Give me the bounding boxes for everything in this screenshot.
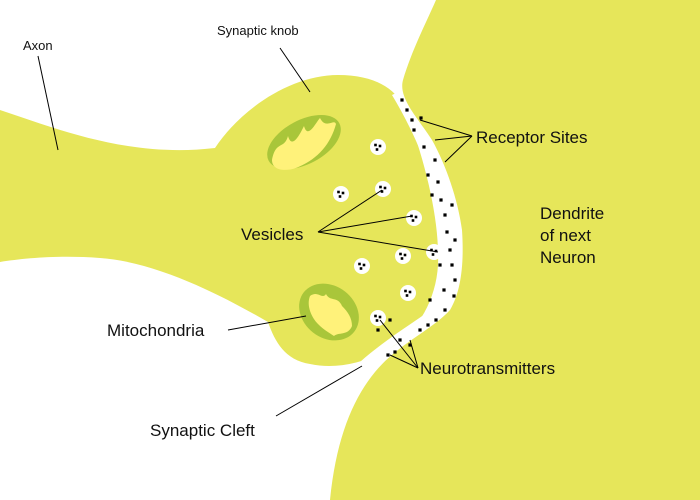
- receptor-dot-icon: [450, 203, 454, 207]
- vesicle-icon: [406, 210, 422, 226]
- receptor-dot-icon: [376, 328, 380, 332]
- receptor-dot-icon: [443, 213, 447, 217]
- vesicle-group: [333, 139, 442, 326]
- receptor-dot-icon: [400, 98, 404, 102]
- neurotransmitters-leader-1: [379, 319, 419, 369]
- vesicle-icon: [395, 248, 411, 264]
- dendrite-label-line3: Neuron: [540, 248, 596, 267]
- receptor-dot-icon: [422, 145, 426, 149]
- receptor-dot-icon: [439, 198, 443, 202]
- vesicle-icon: [370, 139, 386, 155]
- dendrite-shape: [330, 0, 700, 500]
- vesicle-icon: [375, 181, 391, 197]
- receptor-dot-icon: [434, 318, 438, 322]
- synaptic-knob-label: Synaptic knob: [217, 23, 299, 38]
- receptor-leader-2: [434, 135, 473, 141]
- receptor-dot-icon: [450, 263, 454, 267]
- axon-label: Axon: [23, 38, 53, 53]
- receptor-dot-icon: [398, 338, 402, 342]
- neurotransmitters-leader-3: [409, 339, 419, 369]
- vesicles-label: Vesicles: [241, 225, 303, 244]
- axon-leader: [37, 55, 59, 151]
- synaptic-knob-leader: [279, 47, 311, 93]
- mitochondria-leader: [227, 315, 307, 331]
- receptor-dots-group: [376, 98, 457, 357]
- vesicle-icon: [370, 310, 386, 326]
- vesicles-leader-3: [317, 231, 439, 253]
- dendrite-label-line1: Dendrite: [540, 204, 604, 223]
- receptor-dot-icon: [438, 263, 442, 267]
- receptor-dot-icon: [419, 116, 423, 120]
- mitochondrion-lower: [299, 283, 359, 341]
- receptor-dot-icon: [453, 238, 457, 242]
- receptor-dot-icon: [430, 193, 434, 197]
- mitochondrion-upper-cristae: [272, 118, 336, 170]
- vesicle-icon: [400, 285, 416, 301]
- receptor-dot-icon: [452, 294, 456, 298]
- receptor-dot-icon: [412, 128, 416, 132]
- dendrite-label-line2: of next: [540, 226, 591, 245]
- receptor-leader-1: [419, 119, 473, 137]
- neurotransmitters-leader-2: [389, 354, 419, 369]
- receptor-dot-icon: [405, 108, 409, 112]
- receptor-dot-icon: [445, 230, 449, 234]
- receptor-dot-icon: [428, 298, 432, 302]
- receptor-dot-icon: [442, 288, 446, 292]
- synaptic-cleft-label: Synaptic Cleft: [150, 421, 255, 440]
- receptor-dot-icon: [388, 318, 392, 322]
- vesicle-icon: [333, 186, 349, 202]
- neurotransmitters-label: Neurotransmitters: [420, 359, 555, 378]
- receptor-dot-icon: [426, 323, 430, 327]
- synaptic-cleft-leader: [275, 365, 363, 417]
- receptor-dot-icon: [443, 308, 447, 312]
- receptor-dot-icon: [410, 118, 414, 122]
- mitochondrion-lower-cristae: [308, 294, 352, 336]
- vesicles-leader-1: [317, 189, 383, 233]
- mitochondria-label: Mitochondria: [107, 321, 205, 340]
- receptor-dot-icon: [453, 278, 457, 282]
- receptor-dot-icon: [386, 353, 390, 357]
- vesicle-icon: [426, 244, 442, 260]
- receptor-dot-icon: [448, 248, 452, 252]
- vesicle-icon: [354, 258, 370, 274]
- receptor-dot-icon: [393, 350, 397, 354]
- receptor-dot-icon: [426, 173, 430, 177]
- receptor-dot-icon: [418, 328, 422, 332]
- receptor-sites-label: Receptor Sites: [476, 128, 588, 147]
- receptor-dot-icon: [436, 180, 440, 184]
- receptor-dot-icon: [408, 343, 412, 347]
- mitochondrion-upper: [267, 114, 341, 170]
- receptor-leader-3: [444, 135, 473, 163]
- receptor-dot-icon: [433, 158, 437, 162]
- vesicles-leader-2: [317, 215, 413, 233]
